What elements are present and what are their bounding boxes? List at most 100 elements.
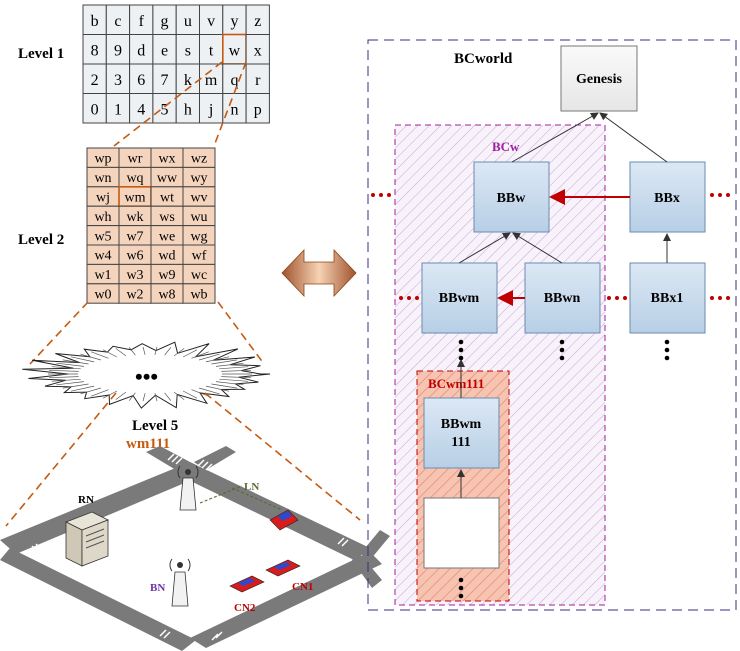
bbw-block (473, 161, 550, 233)
zoom-line-l1-left (113, 61, 223, 147)
bcwm111-label: BCwm111 (428, 376, 484, 391)
grid2-cell-label: wm (125, 191, 146, 206)
bbw-label: BBw (497, 191, 527, 206)
grid2-cell-label: ws (159, 210, 175, 225)
grid2-cell-label: w3 (126, 268, 143, 283)
grid1-cell-label: k (184, 72, 192, 89)
zoom-burst-cloud (22, 341, 271, 409)
grid1-cell-label: r (255, 72, 261, 89)
grid2-cell-label: wq (126, 171, 143, 186)
grid1-cell-label: f (139, 13, 145, 30)
grid1-cell-label: 9 (114, 42, 122, 59)
arrow-bbwm-bbw (458, 232, 511, 264)
city-road-scene: RN LN BN CN1 (0, 446, 390, 651)
grid1-cell-label: g (161, 13, 169, 30)
bbx-block (629, 161, 706, 233)
grid2-cell-label: wh (94, 210, 111, 225)
zoom-line-l5-right (204, 392, 361, 521)
grid1-cell-label: 3 (114, 72, 122, 89)
zoom-line-l5-left (5, 392, 117, 527)
bbx-label: BBx (654, 191, 680, 206)
grid2-cell-label: wb (190, 288, 207, 303)
grid1-cell-label: t (209, 42, 214, 59)
bcworld-frame (367, 39, 737, 611)
grid1-cell-label: s (185, 42, 191, 59)
grid1-cell-label: m (205, 72, 218, 89)
car-ln-icon (269, 509, 299, 531)
grid2-cell-label: wj (96, 191, 110, 206)
ellipsis-cloud: ••• (135, 364, 158, 389)
grid1-cell-label: c (114, 13, 121, 30)
grid1-cell-label: 1 (114, 101, 122, 118)
grid1-cell-label: 6 (137, 72, 145, 89)
grid1-cell-label: h (184, 101, 192, 118)
bn-label: BN (150, 582, 165, 594)
grid1-cell-label: w (229, 42, 241, 59)
grid1-cell-label: x (254, 42, 262, 59)
grid2-cell-label: wy (190, 171, 207, 186)
grid2-cell-label: wt (160, 191, 174, 206)
bbwm111-label-line2: 111 (451, 435, 470, 450)
grid1-cell-label: p (254, 101, 262, 118)
bn-antenna-icon (169, 558, 191, 607)
grid2-cell-label: w5 (94, 229, 111, 244)
car-cn1-icon (265, 559, 301, 577)
grid2-cell-label: w0 (94, 288, 111, 303)
grid2-cell-label: w2 (126, 288, 143, 303)
bbwn-block (524, 262, 601, 334)
grid1-cell-label: n (230, 101, 238, 118)
grid2-cell-label: w1 (94, 268, 111, 283)
continuation-dots-red (371, 193, 730, 300)
grid2-cell-label: w8 (158, 288, 175, 303)
empty-block (423, 497, 500, 569)
grid2-cell-label: wn (94, 171, 111, 186)
level5-label: Level 5 (132, 418, 178, 434)
grid2-cell-label: wv (190, 191, 207, 206)
bbx1-label: BBx1 (651, 291, 684, 306)
level2-label: Level 2 (18, 232, 64, 248)
grid2-cell-label: wg (190, 229, 207, 244)
grid2-cell-label: wc (191, 268, 207, 283)
grid1-cell-label: d (137, 42, 145, 59)
bbwm-block (421, 262, 498, 334)
genesis-block (560, 45, 638, 112)
grid1-cell-label: e (161, 42, 168, 59)
grid1-cell-label: 0 (91, 101, 99, 118)
grid1-cell-label: b (91, 13, 99, 30)
grid1-cell-label: q (230, 72, 238, 89)
grid1-cell (245, 93, 270, 124)
grid1-cell-label: v (207, 13, 215, 30)
grid1-cell-label: y (230, 13, 238, 30)
bbwm111-block (423, 397, 500, 469)
car-cn2-icon (229, 575, 265, 593)
grid2-cell-label: ww (157, 171, 178, 186)
arrow-bbwn-bbw (512, 232, 563, 264)
grid2-cell-label: we (159, 229, 175, 244)
cn2-label: CN2 (234, 602, 256, 614)
grid2-cell-label: w4 (94, 249, 111, 264)
zoom-line-l2-left (29, 301, 89, 365)
grid1-cell-label: u (184, 13, 192, 30)
grid2-cell-label: wx (158, 152, 175, 167)
grid1-cell-label: z (254, 13, 261, 30)
cn1-label: CN1 (292, 581, 313, 593)
bidirectional-arrow-icon (281, 249, 357, 297)
bbwm-label: BBwm (439, 291, 480, 306)
continuation-dots-black (458, 339, 670, 599)
grid2-cell-label: wk (126, 210, 143, 225)
grid2-cell (182, 283, 216, 304)
bbx1-block (629, 262, 706, 334)
grid2-cell-label: w9 (158, 268, 175, 283)
ln-car-link-line (231, 487, 283, 511)
ln-link-line (199, 485, 243, 504)
bcworld-label: BCworld (454, 51, 513, 67)
bcw-label: BCw (492, 139, 520, 154)
grid1-cell-label: 5 (161, 101, 169, 118)
grid1-cell-label: 7 (161, 72, 169, 89)
grid1-cell-label: 8 (91, 42, 99, 59)
grid1-cell-label: 4 (137, 101, 145, 118)
ln-label: LN (244, 481, 259, 493)
